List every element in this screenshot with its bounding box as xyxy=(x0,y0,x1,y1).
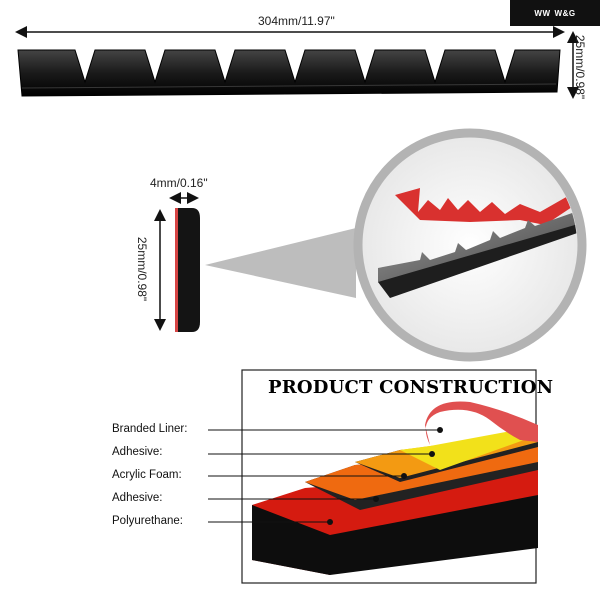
label-adhesive-upper: Adhesive: xyxy=(112,446,163,458)
construction-title: PRODUCT CONSTRUCTION xyxy=(268,377,554,398)
brand-logo-icon: WW xyxy=(534,8,551,18)
profile-thickness-label: 4mm/0.16" xyxy=(150,176,208,190)
label-adhesive-lower: Adhesive: xyxy=(112,492,163,504)
callout-cone xyxy=(205,228,356,298)
zoom-red-liner xyxy=(395,188,575,225)
zoom-circle xyxy=(353,128,587,362)
profile-height-label: 25mm/0.98" xyxy=(135,236,150,302)
layer-adhesive-upper xyxy=(400,426,538,470)
profile-liner-layer xyxy=(175,208,178,332)
label-branded-liner: Branded Liner: xyxy=(112,423,188,435)
strip-height-label: 25mm/0.98" xyxy=(573,34,588,100)
strip-length-label: 304mm/11.97" xyxy=(258,14,335,28)
layer-polyurethane xyxy=(252,470,538,535)
serrated-strip xyxy=(17,49,561,97)
brand-name: W&G xyxy=(554,8,576,18)
layer-branded-liner xyxy=(425,401,538,445)
label-polyurethane: Polyurethane: xyxy=(112,515,183,527)
profile-section xyxy=(175,208,200,332)
brand-badge: WW W&G xyxy=(510,0,600,26)
label-acrylic-foam: Acrylic Foam: xyxy=(112,469,182,481)
